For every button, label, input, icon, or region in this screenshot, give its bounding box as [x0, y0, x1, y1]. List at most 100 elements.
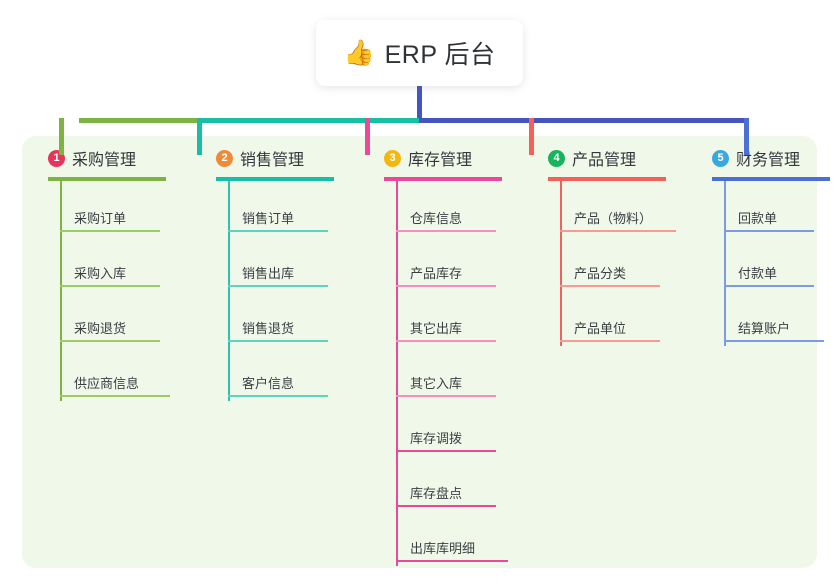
- tree-node-label: 产品库存: [410, 266, 463, 281]
- tree-node-label: 库存盘点: [410, 486, 463, 501]
- tree-node-label: 产品单位: [574, 321, 627, 336]
- tree-node-label: 销售订单: [242, 211, 295, 226]
- tree-node-rule: [724, 230, 814, 232]
- tree-node[interactable]: 回款单: [724, 181, 839, 236]
- branch-trunk-4: [560, 181, 562, 346]
- tree-node[interactable]: 产品单位: [560, 291, 690, 346]
- branch-column-product: 4 产品管理 产品（物料） 产品分类 产品单位: [530, 146, 690, 346]
- branch-title-3: 库存管理: [408, 152, 473, 169]
- tree-node[interactable]: 客户信息: [228, 346, 358, 401]
- branch-header-5[interactable]: 5 财务管理: [694, 146, 839, 170]
- tree-node-label: 其它入库: [410, 376, 463, 391]
- tree-node-rule: [396, 560, 508, 562]
- tree-node-label: 供应商信息: [74, 376, 140, 391]
- tree-node[interactable]: 销售订单: [228, 181, 358, 236]
- branch-title-2: 销售管理: [240, 152, 305, 169]
- tree-node-label: 回款单: [738, 211, 778, 226]
- tree-node[interactable]: 采购入库: [60, 236, 190, 291]
- tree-node-rule: [60, 285, 160, 287]
- tree-node-label: 仓库信息: [410, 211, 463, 226]
- root-node-title: ERP 后台: [384, 41, 496, 69]
- branch-column-purchasing: 1 采购管理 采购订单 采购入库 采购退货 供应商信息: [30, 146, 190, 401]
- branch-badge-5: 5: [712, 149, 729, 167]
- tree-node[interactable]: 销售退货: [228, 291, 358, 346]
- tree-node[interactable]: 采购订单: [60, 181, 190, 236]
- root-node-card[interactable]: 👍 ERP 后台: [316, 20, 523, 86]
- branch-badge-2: 2: [216, 149, 233, 167]
- branch-header-4[interactable]: 4 产品管理: [530, 146, 690, 170]
- tree-node[interactable]: 付款单: [724, 236, 839, 291]
- connector-segment-2: [197, 118, 419, 123]
- tree-node[interactable]: 产品（物料）: [560, 181, 690, 236]
- drop-connector-1: [59, 118, 64, 155]
- tree-node[interactable]: 其它出库: [396, 291, 526, 346]
- tree-node[interactable]: 出库库明细: [396, 511, 526, 566]
- drop-connector-5: [744, 118, 749, 155]
- tree-node-label: 付款单: [738, 266, 778, 281]
- branch-column-inventory: 3 库存管理 仓库信息 产品库存 其它出库 其它入库 库存调拨: [366, 146, 526, 566]
- tree-node-rule: [560, 285, 660, 287]
- branch-header-1[interactable]: 1 采购管理: [30, 146, 190, 170]
- tree-node[interactable]: 结算账户: [724, 291, 839, 346]
- branch-title-4: 产品管理: [572, 152, 637, 169]
- tree-node-rule: [560, 340, 660, 342]
- connector-segment-1: [79, 118, 197, 123]
- tree-node-label: 产品分类: [574, 266, 627, 281]
- branch-trunk-5: [724, 181, 726, 346]
- branch-items-4: 产品（物料） 产品分类 产品单位: [548, 181, 690, 346]
- tree-node-label: 结算账户: [738, 321, 791, 336]
- tree-node-rule: [396, 340, 496, 342]
- tree-node-rule: [396, 230, 496, 232]
- tree-node[interactable]: 产品库存: [396, 236, 526, 291]
- tree-node-label: 销售退货: [242, 321, 295, 336]
- branch-rule-2: [216, 177, 334, 181]
- tree-node-rule: [228, 230, 328, 232]
- branch-title-5: 财务管理: [736, 152, 801, 169]
- tree-node-label: 采购入库: [74, 266, 127, 281]
- tree-node[interactable]: 仓库信息: [396, 181, 526, 236]
- tree-node[interactable]: 库存调拨: [396, 401, 526, 456]
- branch-title-1: 采购管理: [72, 152, 137, 169]
- branch-badge-4: 4: [548, 149, 565, 167]
- tree-node-rule: [228, 395, 328, 397]
- tree-node[interactable]: 供应商信息: [60, 346, 190, 401]
- branch-items-3: 仓库信息 产品库存 其它出库 其它入库 库存调拨 库存盘点: [384, 181, 526, 566]
- tree-node-rule: [228, 285, 328, 287]
- branch-items-1: 采购订单 采购入库 采购退货 供应商信息: [48, 181, 190, 401]
- tree-node-rule: [396, 450, 496, 452]
- tree-node-label: 采购订单: [74, 211, 127, 226]
- drop-connector-3: [365, 118, 370, 155]
- branch-rule-4: [548, 177, 666, 181]
- thumbs-up-icon: 👍: [343, 38, 375, 67]
- tree-node-rule: [396, 395, 496, 397]
- drop-connector-2: [197, 118, 202, 155]
- branch-items-2: 销售订单 销售出库 销售退货 客户信息: [216, 181, 358, 401]
- tree-node-label: 出库库明细: [410, 541, 476, 556]
- tree-node-rule: [396, 505, 496, 507]
- tree-node-label: 采购退货: [74, 321, 127, 336]
- tree-node-label: 销售出库: [242, 266, 295, 281]
- tree-node-rule: [60, 230, 160, 232]
- branch-rule-1: [48, 177, 166, 181]
- tree-node[interactable]: 销售出库: [228, 236, 358, 291]
- tree-node-rule: [396, 285, 496, 287]
- tree-node-label: 库存调拨: [410, 431, 463, 446]
- tree-node[interactable]: 产品分类: [560, 236, 690, 291]
- tree-node[interactable]: 其它入库: [396, 346, 526, 401]
- branch-column-finance: 5 财务管理 回款单 付款单 结算账户: [694, 146, 839, 346]
- branch-trunk-1: [60, 181, 62, 401]
- branch-header-3[interactable]: 3 库存管理: [366, 146, 526, 170]
- tree-node[interactable]: 库存盘点: [396, 456, 526, 511]
- tree-node-rule: [60, 340, 160, 342]
- branch-header-2[interactable]: 2 销售管理: [198, 146, 358, 170]
- branch-trunk-3: [396, 181, 398, 566]
- branch-column-sales: 2 销售管理 销售订单 销售出库 销售退货 客户信息: [198, 146, 358, 401]
- root-stem-connector: [417, 84, 422, 118]
- drop-connector-4: [529, 118, 534, 155]
- branch-trunk-2: [228, 181, 230, 401]
- branch-rule-5: [712, 177, 830, 181]
- tree-node[interactable]: 采购退货: [60, 291, 190, 346]
- branch-rule-3: [384, 177, 502, 181]
- tree-node-rule: [724, 285, 814, 287]
